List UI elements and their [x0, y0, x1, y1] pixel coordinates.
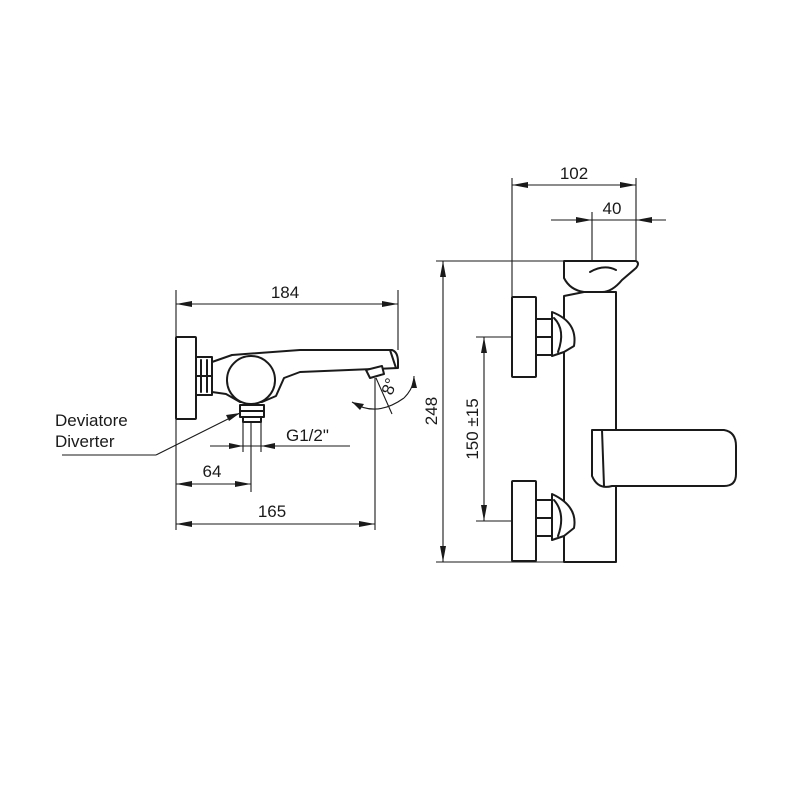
diverter-leader [62, 412, 241, 456]
dimension-184-label: 184 [271, 283, 299, 302]
dimension-165 [176, 378, 376, 530]
control-knob-side [226, 355, 276, 405]
lower-wall-connector [511, 480, 576, 562]
dimension-102-label: 102 [560, 164, 588, 183]
dimension-64-label: 64 [203, 462, 222, 481]
dimension-64 [175, 419, 252, 530]
side-view: 184 64 165 G1/2" [55, 283, 417, 530]
spout-outlet [365, 349, 397, 379]
dimension-248 [436, 260, 564, 563]
front-view: 102 40 248 150 ±15 [422, 164, 737, 563]
diverter-label-en: Diverter [55, 432, 115, 451]
angle-dimension [351, 375, 417, 415]
dimension-150 [476, 336, 512, 522]
wall-connector [195, 356, 213, 396]
dimension-248-label: 248 [422, 397, 441, 425]
angle-label: 8° [378, 376, 401, 398]
dimension-102 [511, 178, 637, 297]
thread-label: G1/2" [286, 426, 329, 445]
top-handle [563, 260, 639, 293]
dimension-150-label: 150 ±15 [463, 398, 482, 459]
dimension-184 [175, 290, 399, 350]
dimension-40 [551, 212, 666, 261]
dimension-40-label: 40 [603, 199, 622, 218]
diverter-label-it: Deviatore [55, 411, 128, 430]
thread-dimension [210, 422, 350, 452]
spout-front [591, 429, 737, 488]
wall-plate [175, 336, 197, 420]
diverter-stem [239, 404, 265, 423]
dimension-165-label: 165 [258, 502, 286, 521]
